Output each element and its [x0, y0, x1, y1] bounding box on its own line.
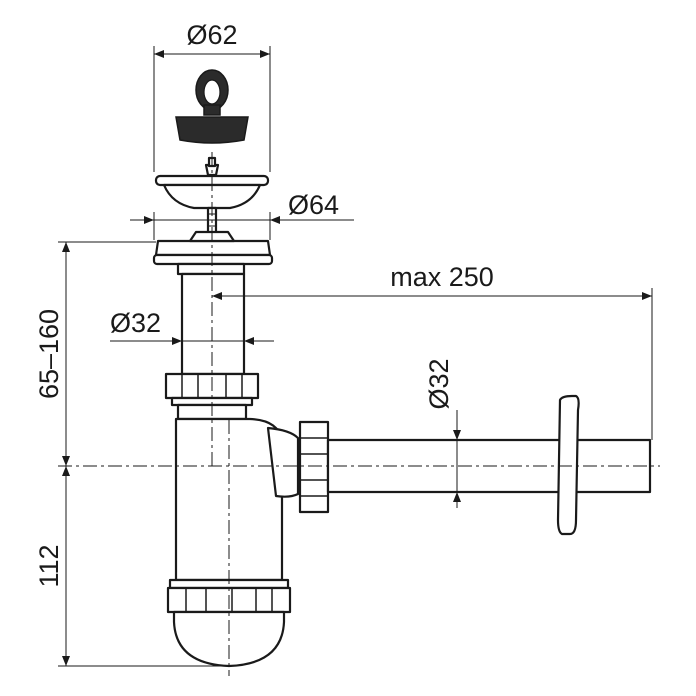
- dimension-grate-diameter: Ø64: [130, 190, 354, 240]
- tube-diameter-label: Ø32: [110, 308, 161, 338]
- stopper-ring-neck: [203, 104, 221, 116]
- dimension-outlet-diameter: Ø32: [424, 358, 461, 508]
- vertical-tube: [180, 272, 246, 376]
- side-union-nut: [298, 420, 330, 514]
- stopper-diameter-label: Ø62: [186, 20, 237, 50]
- trap-height-label: 112: [34, 544, 64, 587]
- outlet-diameter-label: Ø32: [424, 358, 454, 409]
- grate-diameter-label: Ø64: [288, 190, 339, 220]
- dimension-tube-diameter: Ø32: [110, 308, 274, 345]
- stopper-plug: [175, 69, 249, 144]
- sink-flange: [152, 230, 274, 276]
- outlet-length-label: max 250: [390, 262, 494, 292]
- dimension-trap-height: 112: [34, 466, 232, 667]
- height-range-label: 65–160: [34, 309, 64, 399]
- dimension-height-range: 65–160: [34, 241, 156, 466]
- dimension-stopper-diameter: Ø62: [153, 20, 271, 172]
- wall-rosette: [556, 394, 580, 536]
- side-outlet-collar: [266, 426, 300, 498]
- stopper-body: [175, 116, 249, 144]
- dimension-outlet-length: max 250: [212, 262, 653, 440]
